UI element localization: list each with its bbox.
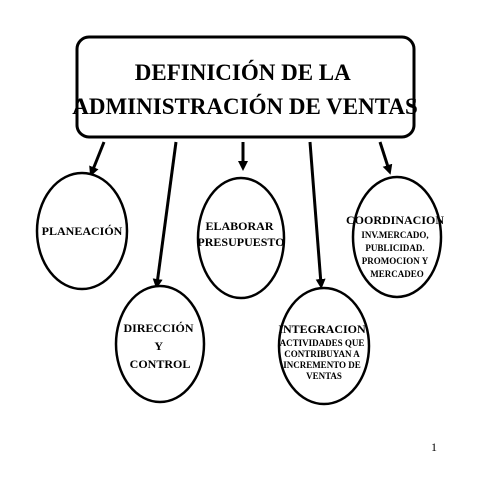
arrow-to-coordinacion xyxy=(378,141,393,175)
svg-text:DIRECCIÓN Y CONTROL: DIRECCIÓN Y CONTROL xyxy=(123,321,196,371)
direccion-label-2: Y xyxy=(154,339,163,353)
direccion-label-1: DIRECCIÓN xyxy=(123,321,193,335)
coordinacion-heading: COORDINACION xyxy=(346,213,444,227)
svg-text:PLANEACIÓN: PLANEACIÓN xyxy=(42,224,123,238)
node-planeacion xyxy=(35,171,129,291)
node-direccion xyxy=(114,284,206,404)
node-coordinacion xyxy=(351,175,443,299)
arrow-to-direccion xyxy=(152,141,178,289)
integracion-heading: INTEGRACION xyxy=(278,322,366,336)
svg-text:INTEGRACION ACTIVIDADES QU: INTEGRACION ACTIVIDADES QUE CONTRIBUYAN … xyxy=(278,320,369,381)
presupuesto-label-2: PRESUPUESTO xyxy=(197,235,284,249)
integracion-line-1: ACTIVIDADES QUE xyxy=(280,338,365,348)
integracion-line-3: INCREMENTO DE xyxy=(283,360,361,370)
coordinacion-line-2: PUBLICIDAD. xyxy=(365,243,424,253)
integracion-line-2: CONTRIBUYAN A xyxy=(284,349,360,359)
title-box xyxy=(75,35,416,139)
title-line-2: ADMINISTRACIÓN DE VENTAS xyxy=(72,93,417,119)
presupuesto-label-1: ELABORAR xyxy=(205,219,273,233)
svg-text:ELABORAR PRESUPUESTO: ELABORAR PRESUPUESTO xyxy=(197,219,284,249)
coordinacion-line-3: PROMOCION Y xyxy=(362,256,429,266)
direccion-label-3: CONTROL xyxy=(130,357,191,371)
title-line-1: DEFINICIÓN DE LA xyxy=(135,59,351,85)
page-number: 1 xyxy=(431,440,437,454)
node-integracion xyxy=(277,286,371,406)
svg-text:DEFINICIÓN DE LA ADMINISTR: DEFINICIÓN DE LA ADMINISTRACIÓN DE VENTA… xyxy=(72,59,417,119)
coordinacion-line-1: INV.MERCADO, xyxy=(361,230,428,240)
svg-text:COORDINACION INV.MERCADO,: COORDINACION INV.MERCADO, PUBLICIDAD. PR… xyxy=(346,211,448,279)
node-presupuesto xyxy=(196,176,286,300)
arrow-to-planeacion xyxy=(89,141,106,177)
integracion-line-4: VENTAS xyxy=(306,371,342,381)
arrow-to-integracion xyxy=(308,141,326,289)
coordinacion-line-4: MERCADEO xyxy=(370,269,424,279)
planeacion-label: PLANEACIÓN xyxy=(42,224,123,238)
